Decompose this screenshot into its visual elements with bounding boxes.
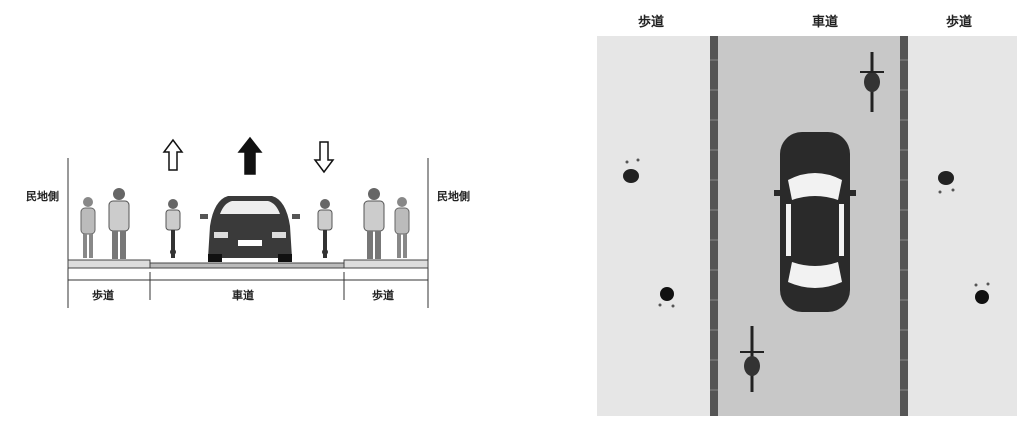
cyclist-icon: [317, 199, 333, 258]
pedestrian-icon: [394, 197, 410, 258]
pedestrian-top-icon: [623, 158, 640, 183]
sidewalk-right-label: 歩道: [372, 288, 394, 302]
private-land-left-label: 民地側: [26, 189, 59, 203]
private-land-right-label: 民地側: [437, 189, 470, 203]
sidewalk-left-area: [597, 36, 710, 416]
cyclist-top-icon: [740, 326, 764, 392]
pedestrian-icon: [108, 188, 130, 259]
roadway-header: 車道: [812, 14, 838, 30]
pedestrian-icon: [363, 188, 385, 259]
pedestrian-top-icon: [938, 171, 955, 194]
sidewalk-left-label: 歩道: [92, 288, 114, 302]
curb-right: [900, 36, 908, 416]
pedestrian-top-icon: [974, 282, 990, 304]
plan-view-svg: 歩道 車道 歩道: [597, 14, 1017, 416]
curb-ticks: [710, 59, 908, 391]
pedestrian-icon: [80, 197, 96, 258]
sidewalk-left-header: 歩道: [638, 14, 664, 30]
pedestrian-top-icon: [658, 287, 675, 308]
roadway-label: 車道: [232, 288, 254, 302]
bike-left-up-arrow-icon: [162, 138, 184, 171]
cyclist-top-icon: [860, 52, 884, 112]
curb-left: [710, 36, 718, 416]
sidewalk-right-area: [908, 36, 1017, 416]
car-top-icon: [774, 132, 856, 312]
sidewalk-right-header: 歩道: [946, 14, 972, 30]
right-sidewalk-surface: [343, 259, 429, 269]
plan-view-diagram: 歩道 車道 歩道: [580, 0, 1017, 421]
bike-right-down-arrow-icon: [313, 141, 335, 174]
cross-section-svg: 民地側 民地側 歩道 車道 歩道: [26, 136, 470, 308]
cross-section-diagram: 民地側 民地側 歩道 車道 歩道: [0, 0, 500, 421]
car-front-icon: [200, 196, 300, 262]
left-sidewalk-surface: [67, 259, 151, 269]
cyclist-icon: [165, 199, 181, 258]
car-up-arrow-icon: [237, 136, 263, 175]
roadway-surface: [149, 262, 345, 269]
